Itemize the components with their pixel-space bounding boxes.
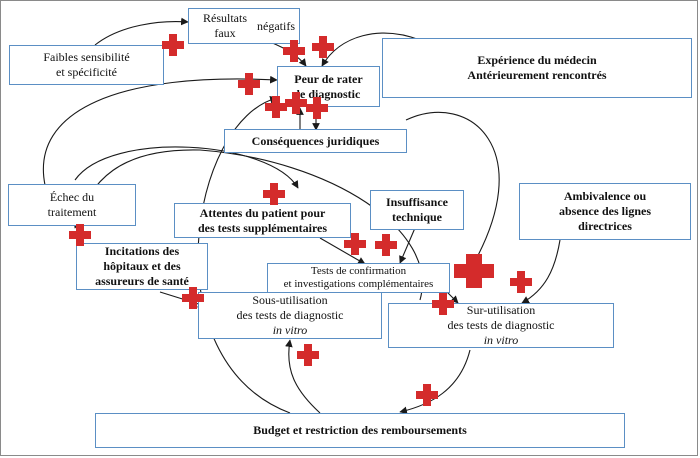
plus-marker-icon: [162, 34, 184, 56]
link-echec-to-attentes: [74, 146, 299, 189]
plus-marker-icon: [344, 233, 366, 255]
plus-marker-icon: [416, 384, 438, 406]
node-experience-medecin: Expérience du médecin Antérieurement ren…: [382, 38, 692, 98]
plus-marker-icon: [283, 40, 305, 62]
plus-marker-icon: [432, 293, 454, 315]
link-insuffisance-to-tests: [399, 227, 416, 264]
plus-marker-icon: [263, 183, 285, 205]
link-sur-to-echec: [73, 149, 423, 301]
plus-marker-icon: [238, 73, 260, 95]
link-budget-to-sous: [285, 339, 321, 414]
plus-marker-icon: [375, 234, 397, 256]
node-attentes-patient: Attentes du patient pour des tests suppl…: [174, 203, 351, 238]
link-sur-to-budget: [399, 349, 471, 415]
plus-marker-icon: [510, 271, 532, 293]
link-echec-to-peur: [42, 75, 278, 186]
node-tests-confirmation: Tests de confirmation et investigations …: [267, 263, 450, 293]
plus-marker-icon: [69, 224, 91, 246]
plus-marker-icon: [297, 344, 319, 366]
link-ambivalence-to-sur: [521, 239, 561, 304]
node-budget-remboursements: Budget et restriction des remboursements: [95, 413, 625, 448]
link-experience-to-peur: [321, 32, 421, 67]
node-echec-traitement: Échec du traitement: [8, 184, 136, 226]
link-faibles-to-resultats: [94, 17, 189, 46]
link-attentes-to-tests: [319, 237, 366, 265]
node-sur-utilisation: Sur-utilisation des tests de diagnostic …: [388, 303, 614, 348]
node-ambivalence-lignes-directrices: Ambivalence ou absence des lignes direct…: [519, 183, 691, 240]
node-incitations-hopitaux: Incitations des hôpitaux et des assureur…: [76, 243, 208, 290]
plus-marker-icon: [312, 36, 334, 58]
node-insuffisance-technique: Insuffisance technique: [370, 190, 464, 230]
node-peur-de-rater: Peur de rater le diagnostic: [277, 66, 380, 107]
plus-marker-icon: [182, 287, 204, 309]
plus-marker-icon: [265, 96, 287, 118]
plus-marker-icon: [285, 92, 307, 114]
plus-marker-icon: [306, 97, 328, 119]
node-sous-utilisation: Sous-utilisation des tests de diagnostic…: [198, 292, 382, 339]
plus-marker-big-icon: [454, 254, 494, 288]
node-consequences-juridiques: Conséquences juridiques: [224, 129, 407, 153]
node-faibles-sensibilite: Faibles sensibilité et spécificité: [9, 45, 164, 85]
link-consequences-to-tests: [405, 111, 500, 271]
node-resultats-faux-negatifs: Résultats faux négatifs: [188, 8, 300, 44]
